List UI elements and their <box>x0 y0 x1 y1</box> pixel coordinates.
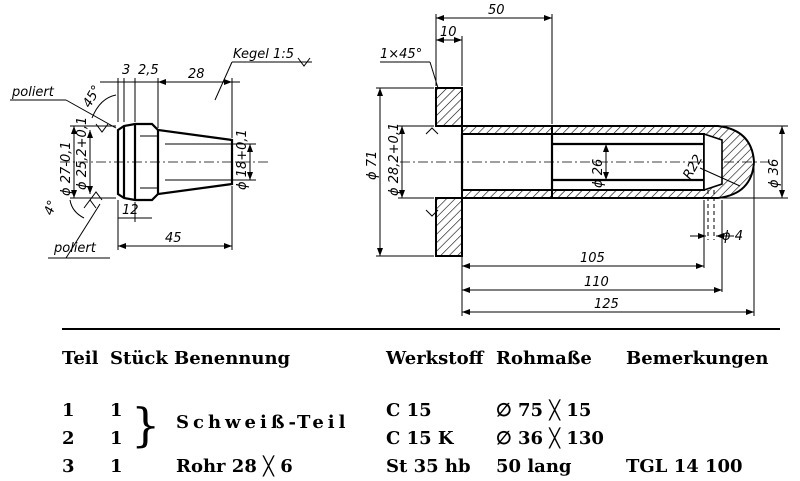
dim-28: 28 <box>188 67 205 82</box>
dim-10: 10 <box>440 25 457 40</box>
dim-110: 110 <box>584 275 609 290</box>
dim-50: 50 <box>488 3 505 18</box>
diam-18: ϕ 18+0,1 <box>235 129 250 190</box>
row2-stueck: 1 <box>110 428 123 449</box>
dim-2-5: 2,5 <box>138 63 159 78</box>
dim-12: 12 <box>122 203 139 218</box>
row3-bemerkungen: TGL 14 100 <box>626 456 743 477</box>
cone-label: Kegel 1:5 <box>233 47 294 62</box>
diam-71: ϕ 71 <box>365 151 380 180</box>
row2-teil: 2 <box>62 428 75 449</box>
row3-rohmasse: 50 lang <box>496 456 572 477</box>
diam-27: ϕ 27-0,1 <box>59 141 74 196</box>
dim-chamfer: 1×45° <box>380 47 422 62</box>
row3-stueck: 1 <box>110 456 123 477</box>
row1-stueck: 1 <box>110 400 123 421</box>
row2-rohmasse: ∅ 36 ╳ 130 <box>496 428 604 449</box>
header-benennung: Benennung <box>174 348 291 369</box>
diam-4: ϕ 4 <box>722 229 743 244</box>
row1-benennung: Schweiß-Teil <box>176 412 350 433</box>
left-view: 3 2,5 28 Kegel 1:5 45° poliert ϕ 27-0,1 … <box>10 47 312 259</box>
right-view: 50 10 1×45° ϕ 71 ϕ 28,2+0,1 ϕ 26 R22 ϕ 3… <box>365 3 788 316</box>
header-teil: Teil <box>62 348 99 369</box>
dim-105: 105 <box>580 251 605 266</box>
table-rule <box>62 328 780 330</box>
diam-25-2: ϕ 25,2+0,1 <box>75 117 90 190</box>
dim-45: 45 <box>165 231 182 246</box>
diam-28-2: ϕ 28,2+0,1 <box>387 123 402 196</box>
row1-teil: 1 <box>62 400 75 421</box>
header-stueck: Stück <box>110 348 168 369</box>
diam-26: ϕ 26 <box>591 159 606 188</box>
row3-teil: 3 <box>62 456 75 477</box>
header-bemerkungen: Bemerkungen <box>626 348 769 369</box>
header-werkstoff: Werkstoff <box>386 348 484 369</box>
polish-top-label: poliert <box>11 85 55 100</box>
group-brace: } <box>131 398 161 452</box>
diam-36: ϕ 36 <box>767 159 782 188</box>
technical-drawing: 3 2,5 28 Kegel 1:5 45° poliert ϕ 27-0,1 … <box>10 3 788 316</box>
angle-45: 45° <box>80 83 105 110</box>
row3-benennung: Rohr 28 ╳ 6 <box>176 456 293 477</box>
header-rohmasse: Rohmaße <box>496 348 592 369</box>
row3-werkstoff: St 35 hb <box>386 456 471 477</box>
row1-rohmasse: ∅ 75 ╳ 15 <box>496 400 592 421</box>
angle-4: 4° <box>42 198 61 217</box>
polish-bottom-label: poliert <box>53 241 97 256</box>
row2-werkstoff: C 15 K <box>386 428 454 449</box>
radius-22: R22 <box>680 152 706 182</box>
dim-3: 3 <box>122 63 130 78</box>
dim-125: 125 <box>594 297 619 312</box>
row1-werkstoff: C 15 <box>386 400 432 421</box>
